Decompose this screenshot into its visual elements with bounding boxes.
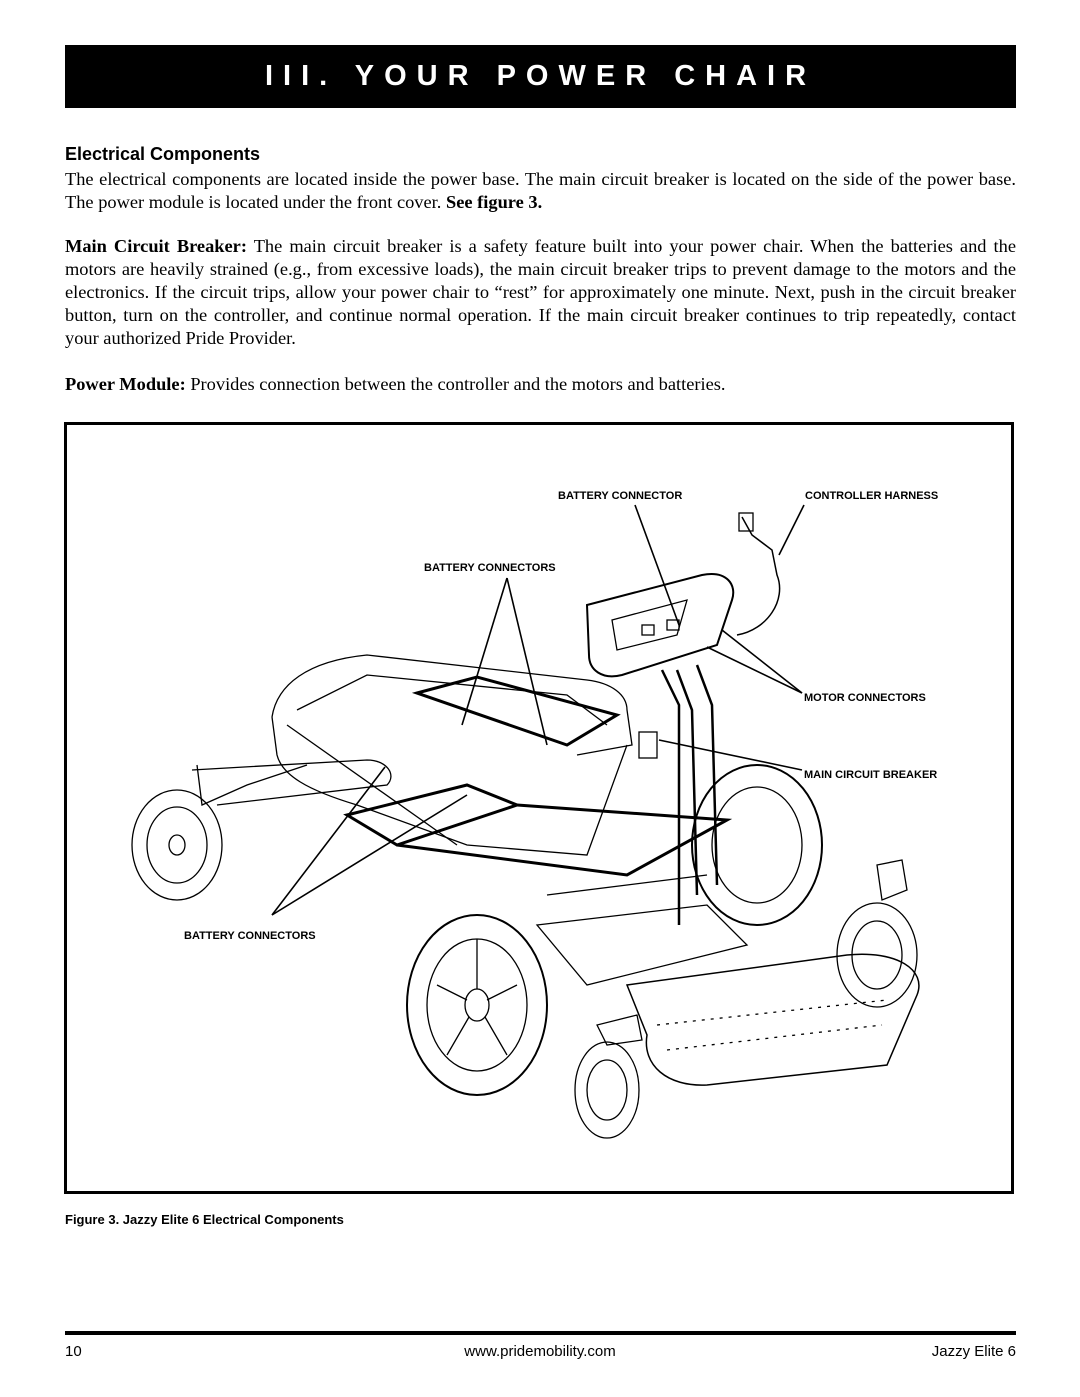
footplate (625, 953, 920, 1086)
figure-frame: BATTERY CONNECTOR CONTROLLER HARNESS BAT… (64, 422, 1014, 1194)
label-controller-harness: CONTROLLER HARNESS (805, 490, 938, 502)
label-battery-connector: BATTERY CONNECTOR (558, 490, 682, 502)
figure-reference: See figure 3. (445, 192, 543, 212)
footer-website: www.pridemobility.com (464, 1343, 616, 1360)
left-caster-wheel (131, 789, 223, 901)
breaker-text: The main circuit breaker is a safety fea… (65, 236, 1016, 348)
intro-paragraph: The electrical components are located in… (65, 168, 1016, 214)
module-term: Power Module: (65, 374, 186, 394)
section-header-banner: III. YOUR POWER CHAIR (65, 45, 1016, 108)
main-circuit-breaker-callout (658, 739, 803, 771)
module-text: Provides connection between the controll… (190, 374, 726, 394)
main-circuit-breaker-part (638, 731, 658, 759)
right-drive-wheel (691, 764, 823, 926)
battery-tray-outline (411, 675, 621, 747)
figure-caption: Figure 3. Jazzy Elite 6 Electrical Compo… (65, 1212, 344, 1227)
motor-connectors-callout-b (721, 629, 803, 694)
section-header-title: III. YOUR POWER CHAIR (264, 60, 817, 92)
footer-product-name: Jazzy Elite 6 (931, 1343, 1016, 1360)
label-battery-connectors-bottom: BATTERY CONNECTORS (184, 930, 316, 942)
power-module-housing (585, 573, 735, 678)
battery-connectors-top-callout-b (506, 577, 548, 746)
left-drive-wheel (406, 914, 548, 1096)
battery-connector-callout (634, 504, 680, 626)
rear-caster-wheel (574, 1041, 640, 1139)
power-chair-illustration: BATTERY CONNECTOR CONTROLLER HARNESS BAT… (131, 490, 938, 1139)
module-paragraph: Power Module: Provides connection betwee… (65, 373, 1016, 396)
footer-rule (65, 1331, 1016, 1335)
controller-harness-callout (778, 504, 805, 556)
battery-connectors-bottom-callout-a (271, 766, 386, 916)
label-motor-connectors: MOTOR CONNECTORS (804, 692, 926, 704)
right-caster-wheel (836, 902, 918, 1008)
battery-connectors-top-callout-a (461, 577, 508, 726)
label-main-circuit-breaker: MAIN CIRCUIT BREAKER (804, 769, 937, 781)
label-battery-connectors-top: BATTERY CONNECTORS (424, 562, 556, 574)
breaker-term: Main Circuit Breaker: (65, 236, 247, 256)
controller-harness-cable (736, 516, 781, 636)
intro-text: The electrical components are located in… (65, 169, 1016, 212)
battery-connectors-bottom-callout-b (271, 794, 468, 916)
section-title: Electrical Components (65, 144, 261, 164)
page-number: 10 (65, 1343, 82, 1360)
motor-connectors-callout-a (706, 646, 803, 694)
breaker-paragraph: Main Circuit Breaker: The main circuit b… (65, 235, 1016, 350)
base-rim-shape (271, 654, 633, 756)
